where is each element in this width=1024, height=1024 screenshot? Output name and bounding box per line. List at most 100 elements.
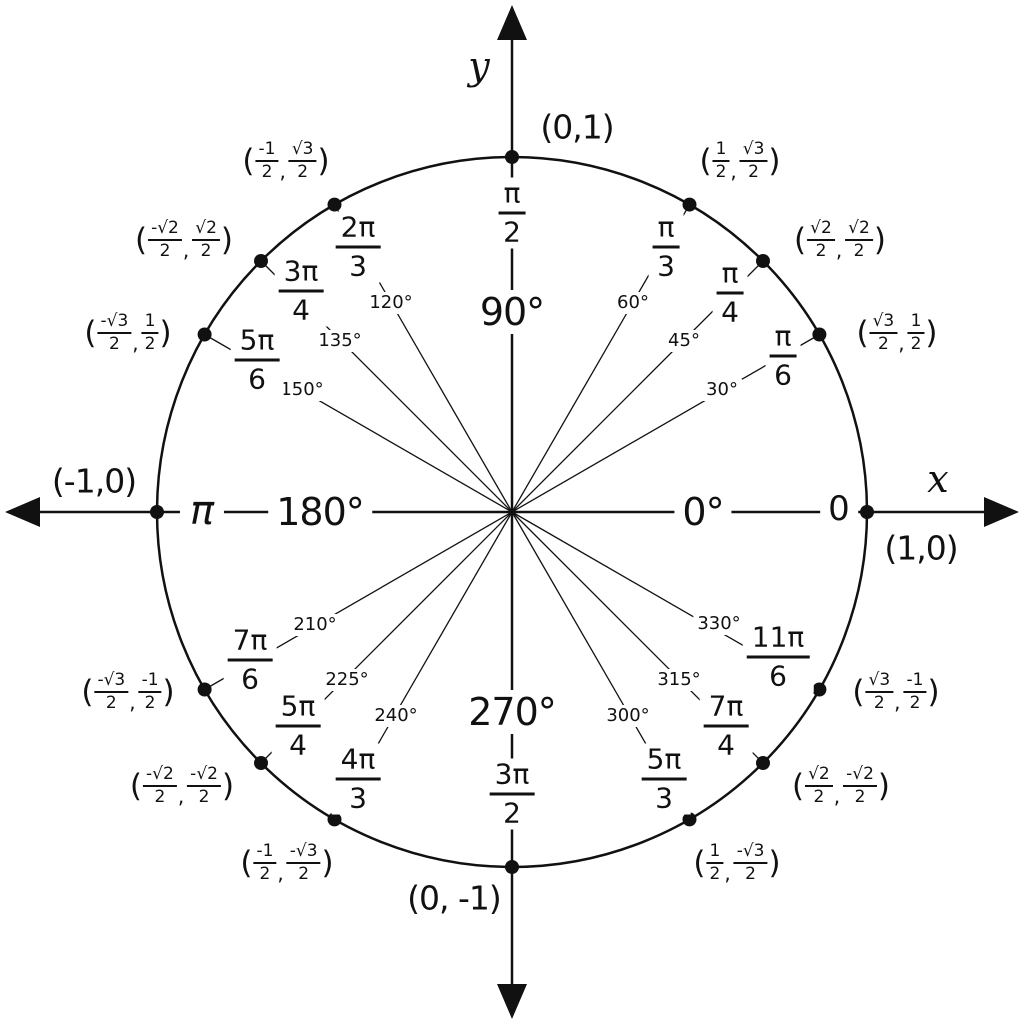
- comma: ,: [730, 159, 737, 183]
- degree-label-315: 315°: [653, 669, 705, 691]
- degree-label-30: 30°: [702, 379, 742, 401]
- degree-label-135: 135°: [314, 330, 366, 352]
- open-paren: (: [129, 767, 143, 804]
- circle-points: [150, 150, 874, 874]
- comma: ,: [182, 238, 190, 262]
- x-axis-arrow-left-icon: [5, 497, 40, 527]
- close-paren: ): [927, 673, 940, 710]
- degree-label-210: 210°: [289, 614, 341, 636]
- comma: ,: [833, 784, 841, 808]
- y-axis-arrow-up-icon: [497, 5, 527, 40]
- comma: ,: [132, 331, 139, 355]
- degree-label-90: 90°: [471, 290, 553, 334]
- coordinate-label-90: (0,1): [540, 107, 614, 147]
- point-315: [756, 756, 770, 770]
- point-180: [150, 505, 164, 519]
- open-paren: (: [81, 673, 94, 710]
- comma: ,: [279, 159, 286, 183]
- degree-label-150: 150°: [276, 379, 328, 401]
- open-paren: (: [794, 221, 807, 258]
- close-paren: ): [321, 844, 334, 881]
- close-paren: ): [873, 221, 886, 258]
- degree-label-60: 60°: [613, 292, 653, 314]
- close-paren: ): [768, 142, 781, 179]
- point-210: [197, 682, 212, 697]
- point-0: [860, 505, 874, 519]
- open-paren: (: [240, 844, 253, 881]
- point-90: [505, 150, 519, 164]
- close-paren: ): [768, 844, 781, 881]
- x-axis-arrow-right-icon: [984, 497, 1019, 527]
- degree-label-225: 225°: [321, 669, 373, 691]
- open-paren: (: [699, 142, 712, 179]
- degree-label-300: 300°: [602, 705, 654, 727]
- degree-label-330: 330°: [693, 613, 745, 635]
- point-30: [812, 327, 827, 342]
- comma: ,: [129, 690, 136, 714]
- comma: ,: [277, 861, 284, 885]
- point-270: [505, 860, 519, 874]
- close-paren: ): [159, 314, 172, 351]
- close-paren: ): [162, 673, 175, 710]
- point-225: [254, 756, 268, 770]
- comma: ,: [898, 331, 905, 355]
- comma: ,: [177, 784, 185, 808]
- open-paren: (: [134, 221, 148, 258]
- point-150: [197, 327, 212, 342]
- degree-label-120: 120°: [365, 292, 417, 314]
- comma: ,: [724, 861, 731, 885]
- point-120: [327, 197, 342, 212]
- radian-label-0: 0: [820, 490, 858, 528]
- point-240: [327, 812, 342, 827]
- point-45: [756, 254, 770, 268]
- close-paren: ): [220, 221, 234, 258]
- coordinate-label-270: (0, -1): [407, 878, 502, 918]
- close-paren: ): [221, 767, 235, 804]
- open-paren: (: [242, 142, 255, 179]
- y-axis-label: y: [468, 44, 490, 88]
- open-paren: (: [856, 314, 869, 351]
